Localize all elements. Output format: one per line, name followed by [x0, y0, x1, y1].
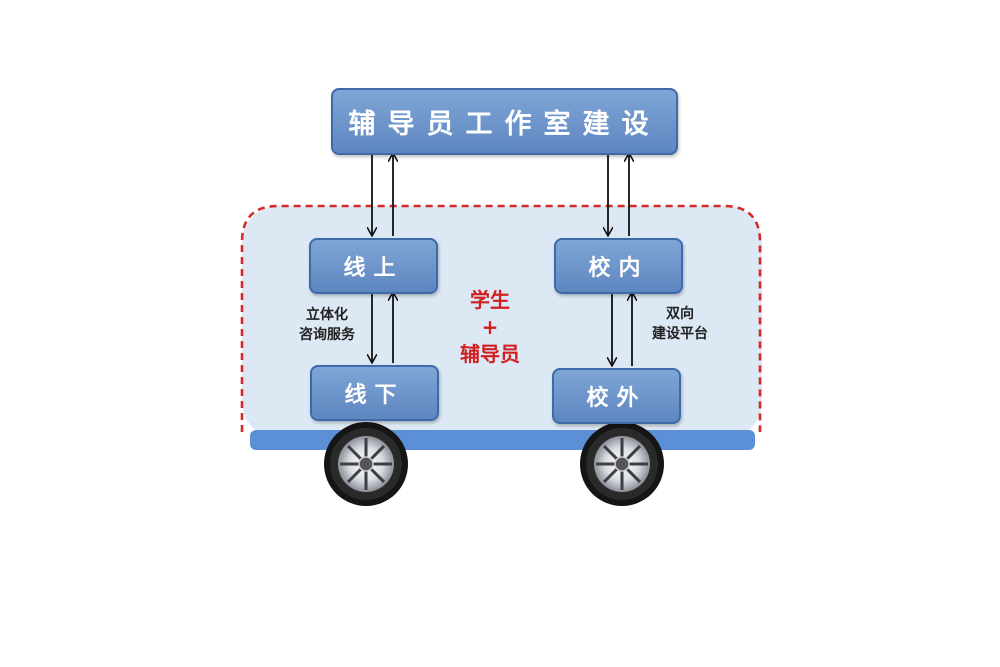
online-label: 线上	[343, 256, 404, 281]
dashed-boundary	[240, 204, 762, 432]
offline-box: 线下	[310, 365, 439, 421]
center-label-line: 辅导员	[460, 342, 520, 366]
right-note-line: 建设平台	[652, 326, 708, 342]
left-note-line: 立体化	[306, 307, 348, 323]
center-label-line: +	[481, 315, 499, 339]
left-note-line: 咨询服务	[299, 327, 355, 343]
right-note-line: 双向	[666, 306, 694, 322]
vehicle-chassis	[250, 430, 755, 450]
left-note: 立体化 咨询服务	[285, 305, 369, 345]
center-label: 学生 + 辅导员	[450, 287, 530, 368]
right-note: 双向 建设平台	[640, 304, 720, 344]
off-campus-label: 校外	[586, 386, 647, 411]
online-box: 线上	[309, 238, 438, 294]
left-wheel-icon	[324, 422, 408, 506]
title-box: 辅导员工作室建设	[331, 88, 678, 155]
off-campus-box: 校外	[552, 368, 681, 424]
on-campus-box: 校内	[554, 238, 683, 294]
title-label: 辅导员工作室建设	[348, 109, 661, 140]
on-campus-label: 校内	[588, 256, 649, 281]
right-wheel-icon	[580, 422, 664, 506]
offline-label: 线下	[344, 383, 405, 408]
center-label-line: 学生	[470, 288, 510, 312]
